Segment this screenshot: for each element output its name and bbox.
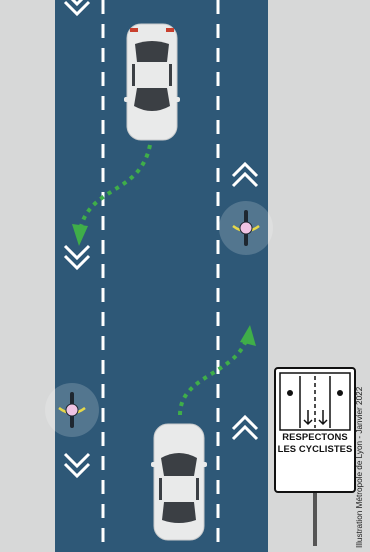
- car-icon: [124, 24, 180, 140]
- car-taillight: [166, 28, 174, 32]
- sign-line-1: RESPECTONS: [275, 431, 355, 442]
- sign-post: [313, 490, 317, 546]
- sign-bike-symbol: [337, 390, 343, 396]
- bicycle-icon: [219, 201, 273, 255]
- sign-bike-symbol: [287, 390, 293, 396]
- illustration-credit: Illustration Métropole de Lyon - Janvier…: [355, 387, 364, 548]
- sign-line-2: LES CYCLISTES: [275, 443, 355, 454]
- car-taillight: [130, 28, 138, 32]
- car-icon: [151, 424, 207, 540]
- bicycle-icon: [45, 383, 99, 437]
